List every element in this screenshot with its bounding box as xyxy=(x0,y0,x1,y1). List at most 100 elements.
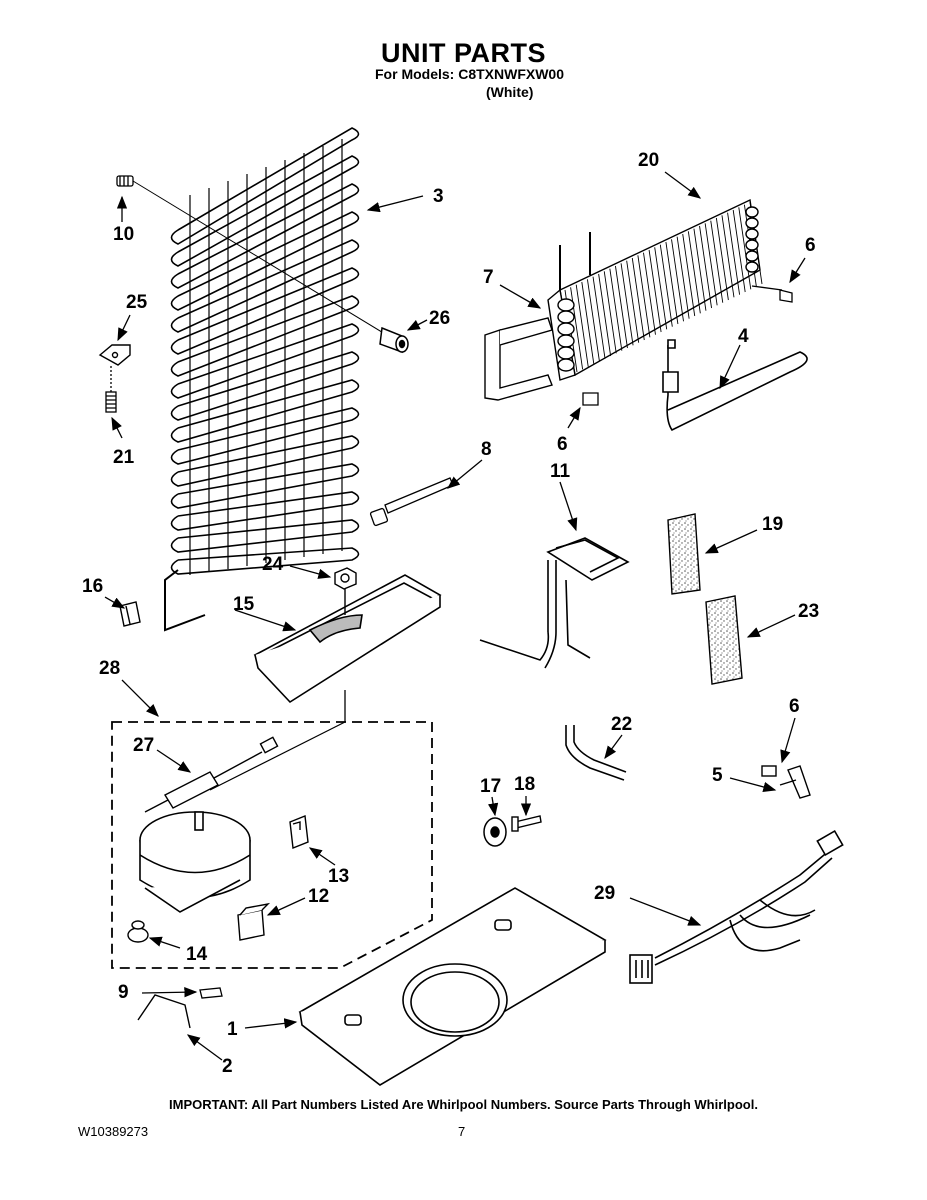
evaporator-fin xyxy=(609,268,623,351)
evaporator-fin xyxy=(687,231,701,314)
evaporator-bend xyxy=(745,261,759,273)
evaporator-fin xyxy=(615,265,628,349)
screw-21 xyxy=(105,366,117,413)
coil-loop xyxy=(170,155,360,267)
coil-loop xyxy=(170,547,360,575)
coil-loop xyxy=(170,463,360,509)
tubing-11 xyxy=(479,537,630,669)
callout-23: 23 xyxy=(798,601,819,622)
callout-2: 2 xyxy=(222,1056,233,1077)
evaporator-fin xyxy=(631,257,645,341)
callout-8: 8 xyxy=(481,439,492,460)
block-23 xyxy=(705,595,743,685)
callout-24: 24 xyxy=(262,554,284,575)
grommet-17 xyxy=(483,817,507,847)
coil-loop xyxy=(170,127,360,245)
callout-28: 28 xyxy=(99,658,120,679)
evaporator-fin xyxy=(738,207,752,290)
callout-17: 17 xyxy=(480,776,501,797)
block-19 xyxy=(667,513,701,595)
wire-2 xyxy=(137,994,191,1029)
coil-loop xyxy=(170,491,360,531)
grommet-14 xyxy=(127,920,149,943)
evaporator-fin xyxy=(648,249,662,333)
evaporator-fin xyxy=(603,271,617,354)
callout-21: 21 xyxy=(113,447,135,468)
evaporator-fin xyxy=(699,225,712,309)
evaporator-fin xyxy=(654,247,668,330)
bracket-5 xyxy=(761,765,811,799)
callout-3: 3 xyxy=(433,186,444,207)
coil-loop xyxy=(170,183,360,289)
callout-26: 26 xyxy=(429,308,450,329)
evaporator-fin xyxy=(676,236,690,319)
callout-15: 15 xyxy=(233,594,255,615)
evaporator-fin xyxy=(710,220,724,303)
callout-20: 20 xyxy=(638,150,659,171)
coil-loop xyxy=(170,351,360,421)
evaporator-bend xyxy=(557,334,575,348)
coil-loop xyxy=(170,519,360,553)
evaporator-bend xyxy=(557,358,575,372)
callout-29: 29 xyxy=(594,883,615,904)
evaporator-fin xyxy=(575,284,589,367)
callout-1: 1 xyxy=(227,1019,238,1040)
evaporator-bend xyxy=(745,217,759,229)
callout-9: 9 xyxy=(118,982,129,1003)
document-number: W10389273 xyxy=(78,1124,149,1139)
coil-loop xyxy=(170,323,360,399)
relay-13 xyxy=(289,815,309,849)
callout-16: 16 xyxy=(82,576,103,597)
bracket-25 xyxy=(98,344,131,366)
page-number: 7 xyxy=(458,1124,466,1139)
models-line: For Models: C8TXNWFXW00 xyxy=(375,66,565,82)
callout-27: 27 xyxy=(133,735,154,756)
important-note: IMPORTANT: All Part Numbers Listed Are W… xyxy=(169,1097,758,1112)
leader-lines xyxy=(104,171,806,1061)
condenser-coil xyxy=(164,127,360,632)
drain-pan-15 xyxy=(253,574,442,704)
compressor-assembly-28-box xyxy=(111,721,433,969)
evaporator-fin xyxy=(586,279,600,362)
evaporator-bend xyxy=(557,346,575,360)
callout-6-top: 6 xyxy=(805,235,816,256)
overload-12 xyxy=(237,902,271,941)
evaporator-bend xyxy=(745,250,759,262)
callout-25: 25 xyxy=(126,292,148,313)
callout-10: 10 xyxy=(113,224,134,245)
bolt-18 xyxy=(511,815,542,832)
wire-harness-29 xyxy=(629,829,844,984)
coil-loop xyxy=(170,295,360,377)
callout-18: 18 xyxy=(514,774,535,795)
base-pan-1 xyxy=(298,887,607,1086)
color-line: (White) xyxy=(486,84,534,100)
evaporator-fin xyxy=(693,228,707,311)
evaporator-bend xyxy=(557,298,575,312)
evaporator-fin xyxy=(592,276,606,359)
evaporator-fin xyxy=(727,212,741,295)
cable-tie-8 xyxy=(369,477,454,527)
callout-13: 13 xyxy=(328,866,349,887)
evaporator-fin xyxy=(581,281,595,365)
drier-27 xyxy=(144,736,279,813)
evaporator-fin xyxy=(682,233,696,317)
evaporator-bend xyxy=(745,228,759,240)
callout-6-mid: 6 xyxy=(557,434,568,455)
evaporator-fin xyxy=(732,209,746,293)
screw-10 xyxy=(116,175,391,338)
evaporator-fin xyxy=(715,217,729,301)
callout-12: 12 xyxy=(308,886,329,907)
evaporator-fin xyxy=(598,273,612,357)
evaporator-fin xyxy=(620,263,634,346)
evaporator-bend xyxy=(557,310,575,324)
callout-14: 14 xyxy=(186,944,208,965)
spacer-26 xyxy=(379,326,409,354)
nut-24 xyxy=(334,567,357,615)
callout-labels: 1 2 3 4 5 6 6 6 7 8 9 10 11 12 13 14 15 … xyxy=(82,150,819,1077)
evaporator-fin xyxy=(637,255,651,338)
evaporator-fin xyxy=(704,223,718,306)
evaporator-fin xyxy=(671,239,684,322)
coil-loop xyxy=(170,435,360,487)
callout-19: 19 xyxy=(762,514,783,535)
